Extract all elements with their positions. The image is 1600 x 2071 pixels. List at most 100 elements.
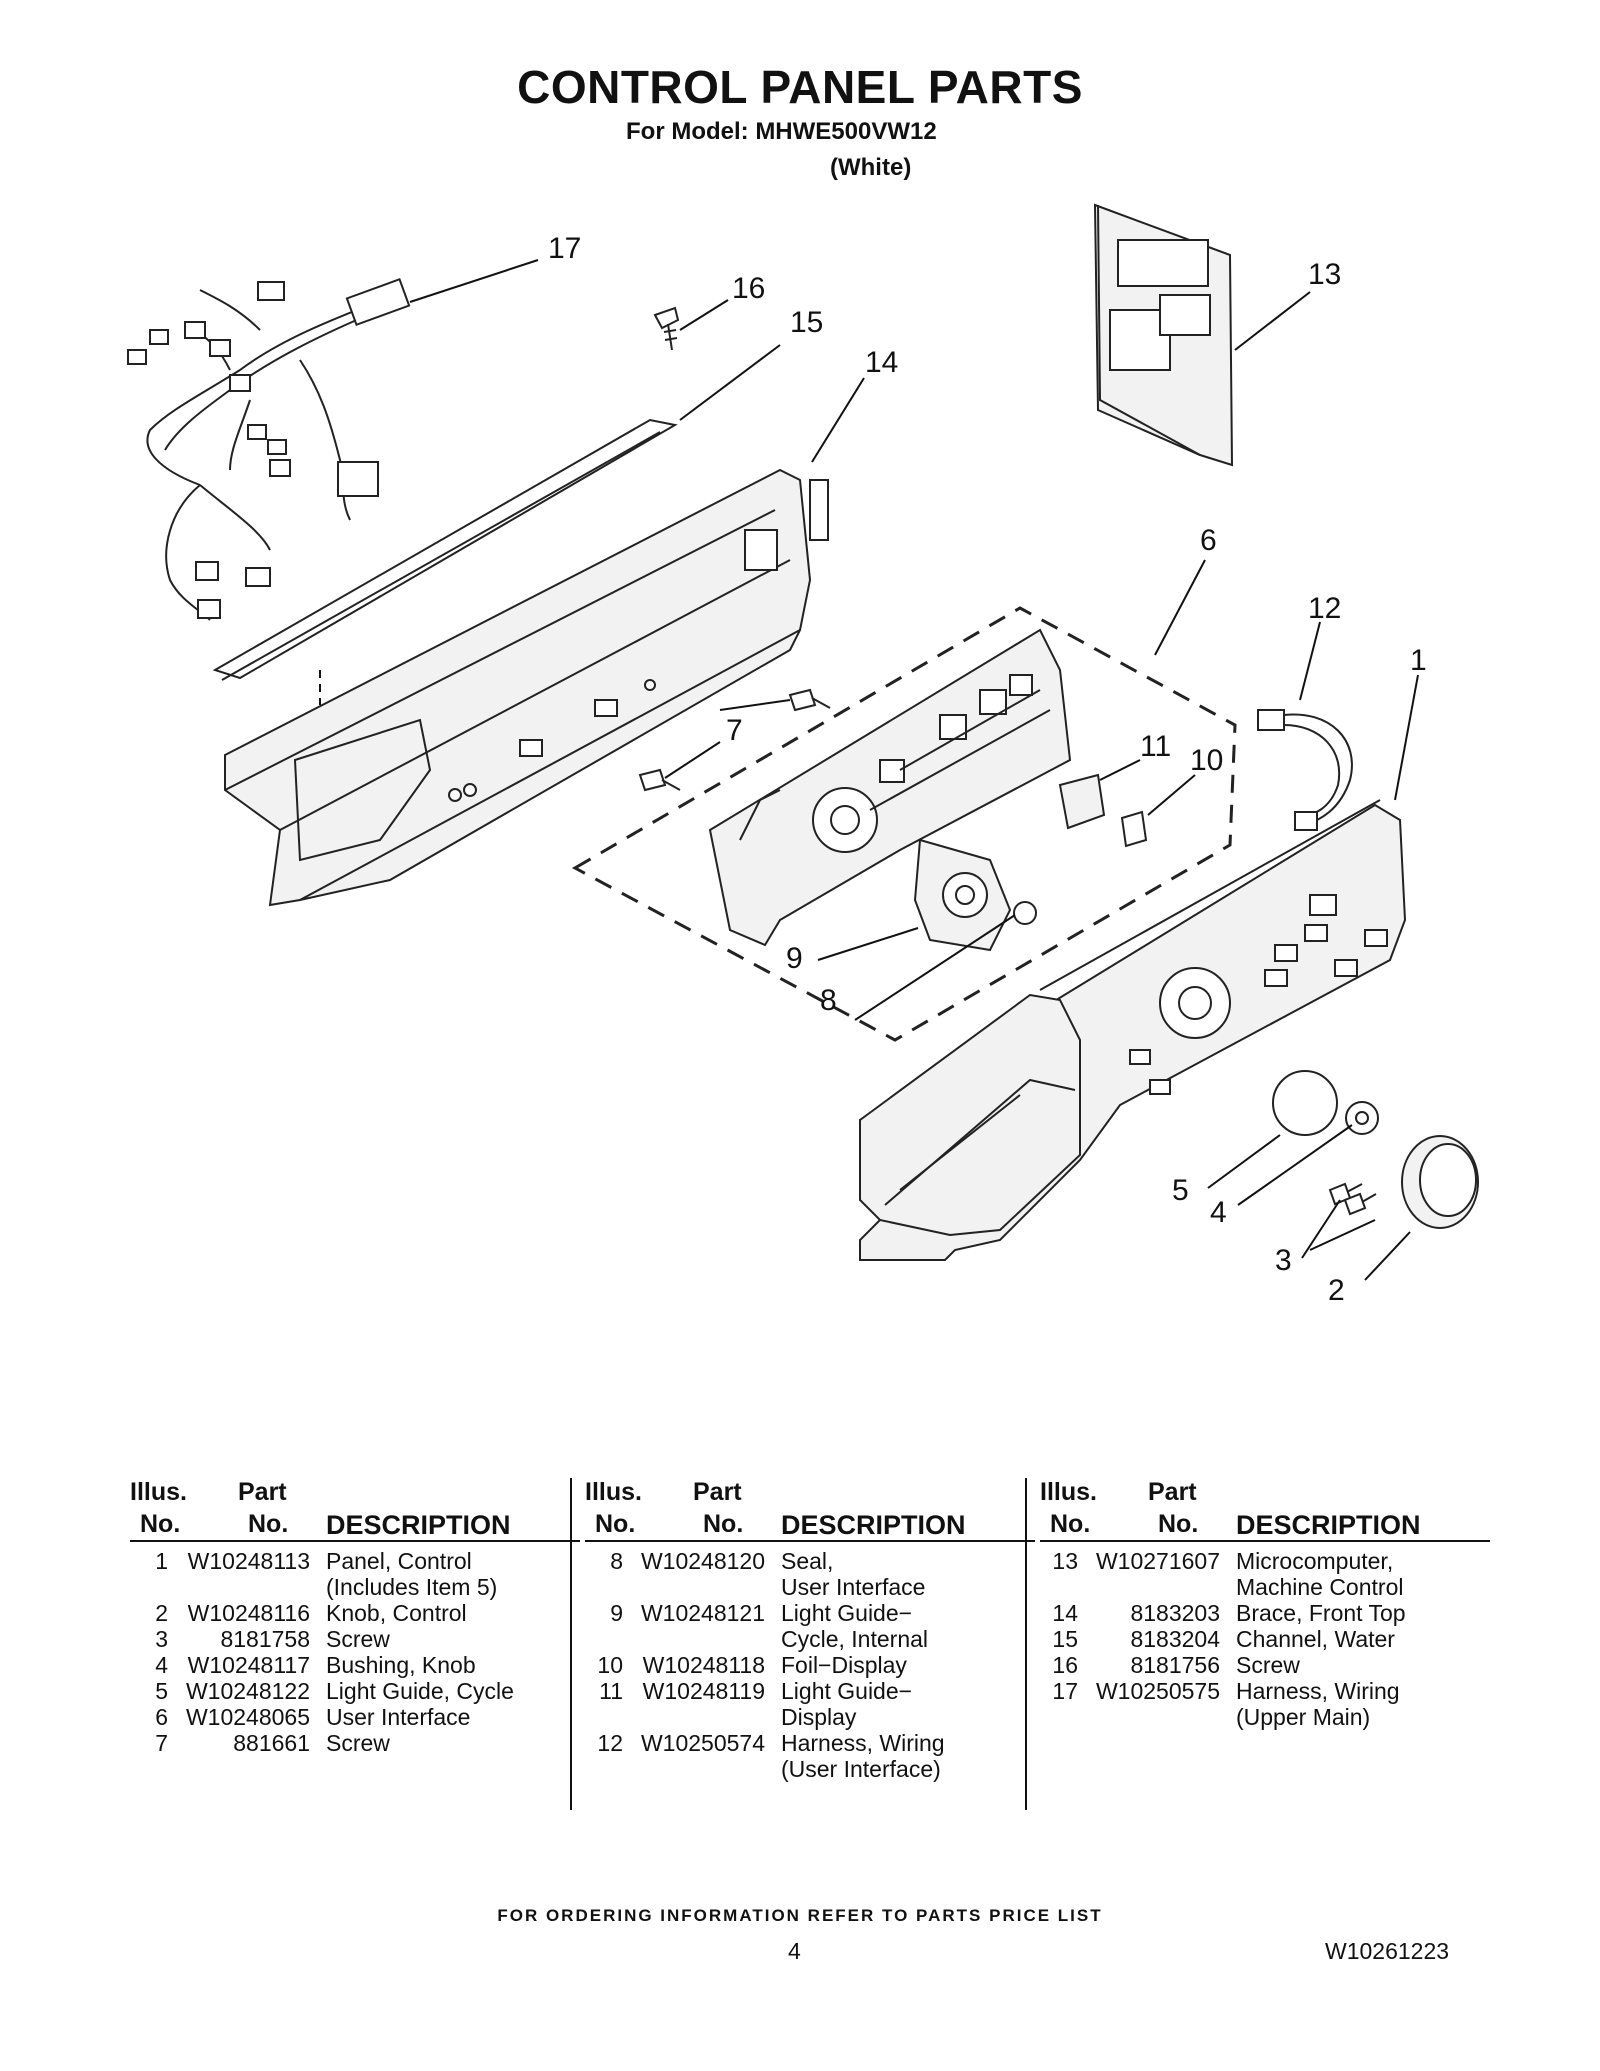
illus-number: 6 (155, 1704, 168, 1730)
part-number: 8181756 (1130, 1652, 1220, 1678)
callout-16: 16 (732, 272, 765, 305)
callout-12: 12 (1308, 592, 1341, 625)
header-illus: Illus. (130, 1478, 187, 1506)
callout-11: 11 (1140, 730, 1171, 763)
illus-number: 13 (1052, 1548, 1078, 1574)
seal-user-interface (1013, 901, 1037, 925)
part-description: Brace, Front Top (1236, 1600, 1490, 1626)
illus-number: 4 (155, 1652, 168, 1678)
header-description: DESCRIPTION (326, 1510, 511, 1540)
wiring-harness-upper-main (127, 277, 411, 621)
table-header: Illus. Part No. No. DESCRIPTION (1040, 1478, 1490, 1542)
part-number: W10250574 (640, 1730, 765, 1756)
illus-number: 5 (155, 1678, 168, 1704)
table-header: Illus. Part No. No. DESCRIPTION (585, 1478, 1035, 1542)
description-line: Machine Control (1236, 1574, 1404, 1600)
description-line: Harness, Wiring (1236, 1678, 1400, 1704)
header-part: Part (693, 1478, 742, 1506)
description-line: Brace, Front Top (1236, 1600, 1406, 1626)
part-description: Bushing, Knob (326, 1652, 580, 1678)
header-illus: Illus. (585, 1478, 642, 1506)
header-illus-no: No. (140, 1510, 181, 1538)
microcomputer-machine-control (1093, 203, 1234, 467)
part-number: 8183204 (1130, 1626, 1220, 1652)
callout-6: 6 (1200, 524, 1217, 557)
header-illus-no: No. (1050, 1510, 1091, 1538)
description-line: Seal, (781, 1548, 834, 1574)
part-description: Light Guide−Cycle, Internal (781, 1600, 1035, 1652)
table-row: 17 W10250575 Harness, Wiring(Upper Main) (1040, 1678, 1490, 1730)
part-number: W10271607 (1095, 1548, 1220, 1574)
part-number: W10248120 (640, 1548, 765, 1574)
header-illus-no: No. (595, 1510, 636, 1538)
illus-number: 7 (155, 1730, 168, 1756)
foil-display (1120, 810, 1148, 848)
description-line: Harness, Wiring (781, 1730, 945, 1756)
callout-3: 3 (1275, 1244, 1292, 1277)
part-number: W10248121 (640, 1600, 765, 1626)
screw-7-lower (638, 768, 681, 792)
knob-control (1401, 1135, 1479, 1229)
header-description: DESCRIPTION (781, 1510, 966, 1540)
screw-16 (653, 306, 680, 351)
part-description: Screw (326, 1626, 580, 1652)
light-guide-cycle (1272, 1070, 1338, 1136)
part-description: Knob, Control (326, 1600, 580, 1626)
callout-17: 17 (548, 232, 581, 265)
light-guide-display (1058, 773, 1106, 830)
description-line: Channel, Water (1236, 1626, 1395, 1652)
part-description: Harness, Wiring(User Interface) (781, 1730, 1035, 1782)
illus-number: 11 (599, 1678, 623, 1704)
part-number: W10248117 (187, 1652, 310, 1678)
illus-number: 3 (155, 1626, 168, 1652)
brace-front-top (224, 468, 829, 907)
description-line: Light Guide− (781, 1600, 913, 1626)
document-number: W10261223 (1325, 1938, 1450, 1964)
illus-number: 12 (597, 1730, 623, 1756)
column-divider (1025, 1478, 1027, 1810)
table-row: 13 W10271607 Microcomputer,Machine Control (1040, 1548, 1490, 1600)
user-interface-assembly (571, 606, 1237, 1042)
callout-10: 10 (1190, 744, 1223, 777)
illus-number: 16 (1052, 1652, 1078, 1678)
table-header: Illus. Part No. No. DESCRIPTION (130, 1478, 580, 1542)
header-part-no: No. (248, 1510, 289, 1538)
ordering-note: FOR ORDERING INFORMATION REFER TO PARTS … (497, 1906, 1103, 1925)
light-guide-cycle-internal (913, 838, 1012, 952)
model-line: For Model: MHWE500VW12 (626, 118, 937, 145)
illus-number: 17 (1052, 1678, 1078, 1704)
table-row: 4 W10248117 Bushing, Knob (130, 1652, 580, 1678)
callout-4: 4 (1210, 1196, 1227, 1229)
callout-5: 5 (1172, 1174, 1189, 1207)
illus-number: 2 (155, 1600, 168, 1626)
page-number: 4 (788, 1938, 801, 1964)
illus-number: 9 (610, 1600, 623, 1626)
illus-number: 14 (1052, 1600, 1078, 1626)
description-line: User Interface (326, 1704, 471, 1730)
table-rows: 13 W10271607 Microcomputer,Machine Control… (1040, 1542, 1490, 1730)
screws-3 (1328, 1182, 1377, 1216)
column-divider (570, 1478, 572, 1810)
callout-2: 2 (1328, 1274, 1345, 1307)
color-line: (White) (830, 154, 912, 181)
wiring-harness-user-interface (1257, 709, 1353, 831)
description-line: Panel, Control (326, 1548, 472, 1574)
description-line: Screw (326, 1626, 390, 1652)
callout-9: 9 (786, 942, 803, 975)
table-row: 9 W10248121 Light Guide−Cycle, Internal (585, 1600, 1035, 1652)
callout-13: 13 (1308, 258, 1341, 291)
header-part-no: No. (703, 1510, 744, 1538)
part-description: Screw (326, 1730, 580, 1756)
part-number: W10250575 (1095, 1678, 1220, 1704)
description-line: Microcomputer, (1236, 1548, 1394, 1574)
description-line: (Upper Main) (1236, 1704, 1371, 1730)
